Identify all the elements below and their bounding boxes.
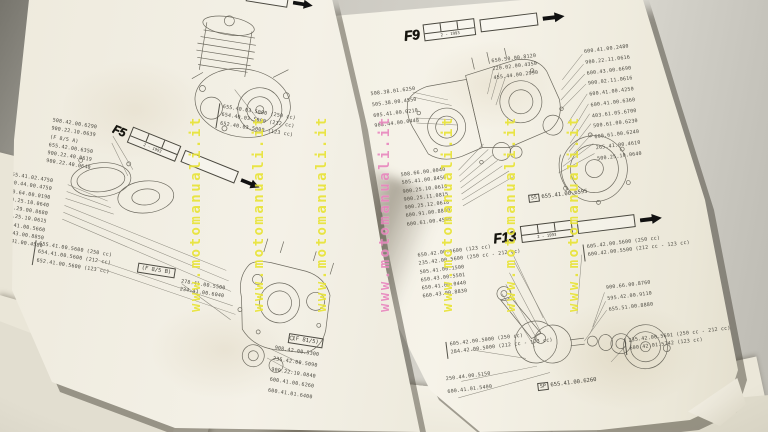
figure-f5-header: F5 2 - 1993 <box>110 120 263 195</box>
right-arrow-icon <box>239 175 261 192</box>
watermark-text: www.motomanuali.it <box>377 115 393 312</box>
part-number: 500.61.00.6230 <box>592 118 639 130</box>
part-number: 600.41.01.5400 <box>447 383 493 395</box>
right-page-content: F9 2 - 1993 <box>262 0 733 432</box>
part-number: 595.42.00.9110 <box>606 290 653 302</box>
engine-assembly-drawing <box>191 15 291 138</box>
part-number: 265.41.00.4610 <box>595 139 641 151</box>
figure-f9-header: F9 2 - 1993 <box>403 7 566 44</box>
watermark-text: www.motomanuali.it <box>440 115 456 312</box>
part-number: 600.41.00.6360 <box>590 96 636 109</box>
right-arrow-icon <box>542 11 565 24</box>
crankcase-half-drawing <box>237 238 334 373</box>
right-arrow-icon <box>292 0 313 10</box>
left-page-content: 655.40.03.5000 (250 cc)654.40.03.5000 (2… <box>12 0 334 405</box>
crankshaft-exploded-drawing <box>496 286 671 370</box>
part-number: 655.51.00.8880 <box>608 300 654 313</box>
watermark-text: www.motomanuali.it <box>188 115 204 312</box>
leader-lines <box>412 54 624 399</box>
ref-code: SP <box>537 381 550 392</box>
ref-code: 55 <box>528 193 541 203</box>
side-cover-drawing <box>558 132 631 205</box>
part-number: 403.61.05.6700 <box>591 107 637 119</box>
top-partial-figure-header <box>206 0 314 12</box>
part-number: 900.02.11.0616 <box>587 75 633 87</box>
cover-gaskets-drawing <box>70 157 175 214</box>
part-number: 600.61.00.6240 <box>594 128 640 141</box>
watermark-text: www.motomanuali.it <box>566 115 582 312</box>
right-arrow-icon <box>639 213 662 226</box>
ref-number: (F 81/5) <box>291 335 320 346</box>
watermark-text: www.motomanuali.it <box>251 115 267 312</box>
watermark-text: www.motomanuali.it <box>314 115 330 312</box>
figure-f13-header: F13 2 - 1993 <box>492 209 662 247</box>
part-number: 500.25.10.0640 <box>596 150 643 162</box>
figure-label-f9: F9 <box>402 25 420 44</box>
part-number: 600.43.00.6690 <box>586 64 632 77</box>
figure-label-f5: F5 <box>110 121 128 140</box>
leader-lines <box>62 89 301 373</box>
crankcase-exploded-drawing <box>406 48 564 165</box>
part-number: 900.22.11.0616 <box>585 54 631 66</box>
part-number: 505.38.00.4550 <box>371 96 417 108</box>
part-number: 600.41.00.4250 <box>588 86 635 98</box>
watermark-text: www.motomanuali.it <box>503 115 519 312</box>
